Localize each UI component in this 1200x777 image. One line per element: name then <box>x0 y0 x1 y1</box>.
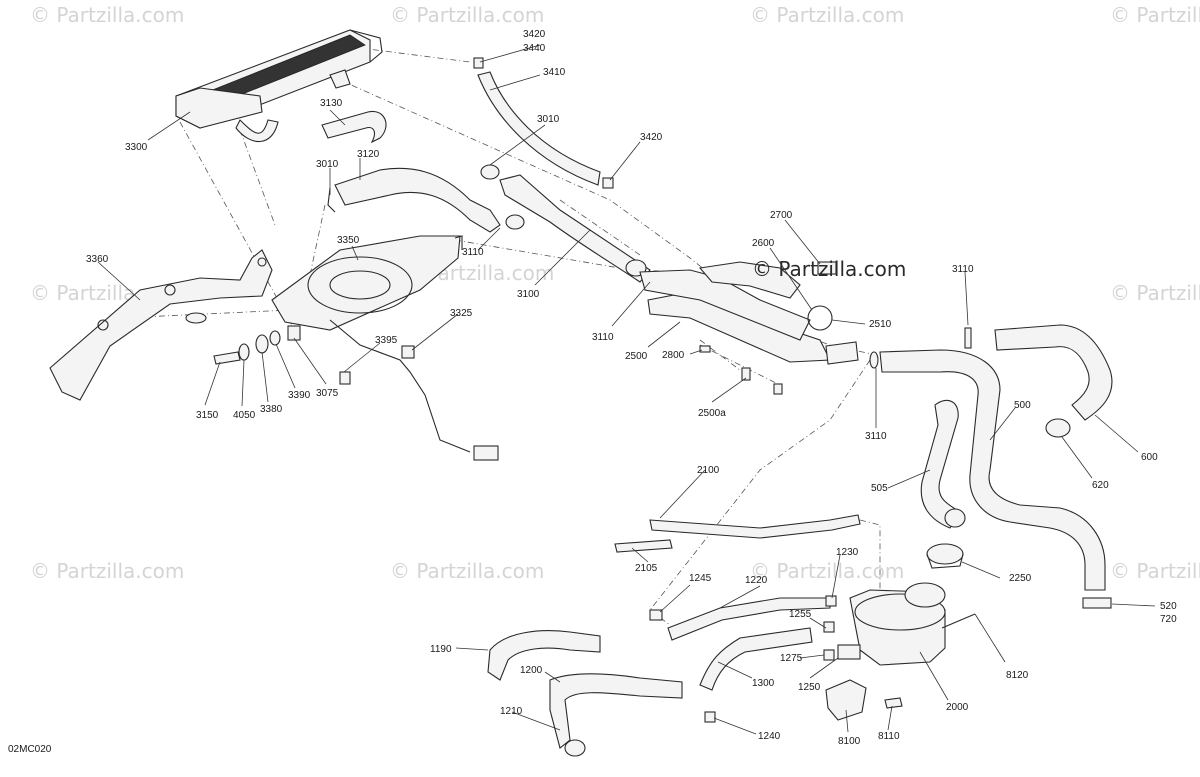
part-label: 1250 <box>798 682 821 693</box>
part-label: 3010 <box>316 159 339 170</box>
part-label: 3110 <box>592 332 614 343</box>
part-label: 3350 <box>337 235 360 246</box>
reservoir-2000 <box>823 582 946 666</box>
part-label: 1200 <box>520 665 543 676</box>
radiator <box>175 29 383 143</box>
part-label: 3410 <box>543 67 566 78</box>
bracket-3360 <box>49 249 273 401</box>
part-label: 8120 <box>1006 670 1029 681</box>
watermark-text: © Partzilla.com <box>750 559 904 583</box>
cap-2250 <box>926 543 964 569</box>
part-label: 2700 <box>770 210 793 221</box>
watermark-text: © Partzilla.com <box>1110 3 1200 27</box>
part-label: 3420 <box>523 29 546 40</box>
part-label: 520 <box>1160 601 1177 612</box>
part-label: 3120 <box>357 149 380 160</box>
hose-1190 <box>487 630 601 681</box>
part-label: 3150 <box>196 410 219 421</box>
hose-3120 <box>327 167 501 233</box>
part-label: 3380 <box>260 404 283 415</box>
part-label: 2510 <box>869 319 892 330</box>
leader-lines <box>97 44 1156 735</box>
hose-505 <box>920 399 966 529</box>
part-label: 1255 <box>789 609 812 620</box>
part-label: 3010 <box>537 114 560 125</box>
watermark-text: © Partzilla.com <box>1110 281 1200 305</box>
pipe-2100 <box>614 514 861 621</box>
part-label: 3420 <box>640 132 663 143</box>
part-label: 2800 <box>662 350 685 361</box>
part-label: 1210 <box>500 706 523 717</box>
watermark-text: © Partzilla.com <box>390 559 544 583</box>
bracket-8100 <box>825 613 976 721</box>
part-label: 3390 <box>288 390 311 401</box>
hose-3410 <box>477 71 601 186</box>
hose-600 <box>994 324 1113 421</box>
part-label: 620 <box>1092 480 1109 491</box>
part-label: 1240 <box>758 731 781 742</box>
end-fittings <box>704 597 1112 723</box>
part-label: 2000 <box>946 702 969 713</box>
part-label: 4050 <box>233 410 256 421</box>
part-label: 1230 <box>836 547 859 558</box>
part-label: 600 <box>1141 452 1158 463</box>
part-label: 1300 <box>752 678 775 689</box>
brand-watermark: © Partzilla.com <box>752 257 906 281</box>
part-label: 1245 <box>689 573 712 584</box>
part-label: 2250 <box>1009 573 1032 584</box>
watermark-text: © Partzilla.com <box>30 3 184 27</box>
pipe-2500 <box>639 261 859 395</box>
part-label: 2500 <box>625 351 648 362</box>
part-label: 1190 <box>430 644 452 655</box>
part-label: 2105 <box>635 563 658 574</box>
part-label: 1220 <box>745 575 768 586</box>
clamps <box>473 57 1071 438</box>
part-label: 3325 <box>450 308 473 319</box>
part-label: 8110 <box>878 731 900 742</box>
part-label: 3100 <box>517 289 540 300</box>
fan-assembly <box>271 235 499 461</box>
part-labels: 3420 3440 3410 3010 3420 3130 3010 3120 … <box>86 29 1177 747</box>
diagram-code: 02MC020 <box>8 744 52 755</box>
part-label: 2500a <box>698 408 726 419</box>
watermark-text: © Partzilla.com <box>30 559 184 583</box>
watermark-text: © Partzilla.com <box>1110 559 1200 583</box>
part-label: 1275 <box>780 653 803 664</box>
part-label: 3110 <box>952 264 974 275</box>
part-label: 2100 <box>697 465 720 476</box>
part-label: 3075 <box>316 388 339 399</box>
part-label: 500 <box>1014 400 1031 411</box>
part-label: 3130 <box>320 98 343 109</box>
hose-3130 <box>321 110 387 144</box>
watermark-text: © Partzilla.com <box>390 3 544 27</box>
watermark-layer: © Partzilla.com © Partzilla.com © Partzi… <box>30 3 1200 583</box>
part-label: 3110 <box>462 247 484 258</box>
part-label: 3395 <box>375 335 398 346</box>
part-label: 3300 <box>125 142 148 153</box>
hose-500 <box>879 349 1106 591</box>
watermark-text: © Partzilla.com <box>750 3 904 27</box>
part-label: 3440 <box>523 43 546 54</box>
part-label: 8100 <box>838 736 861 747</box>
part-label: 3360 <box>86 254 109 265</box>
hose-1300 <box>667 597 831 691</box>
part-label: 720 <box>1160 614 1177 625</box>
hardware-stack <box>213 325 351 385</box>
part-label: 505 <box>871 483 888 494</box>
part-label: 2600 <box>752 238 775 249</box>
hose-1200 <box>549 673 683 757</box>
part-label: 3110 <box>865 431 887 442</box>
